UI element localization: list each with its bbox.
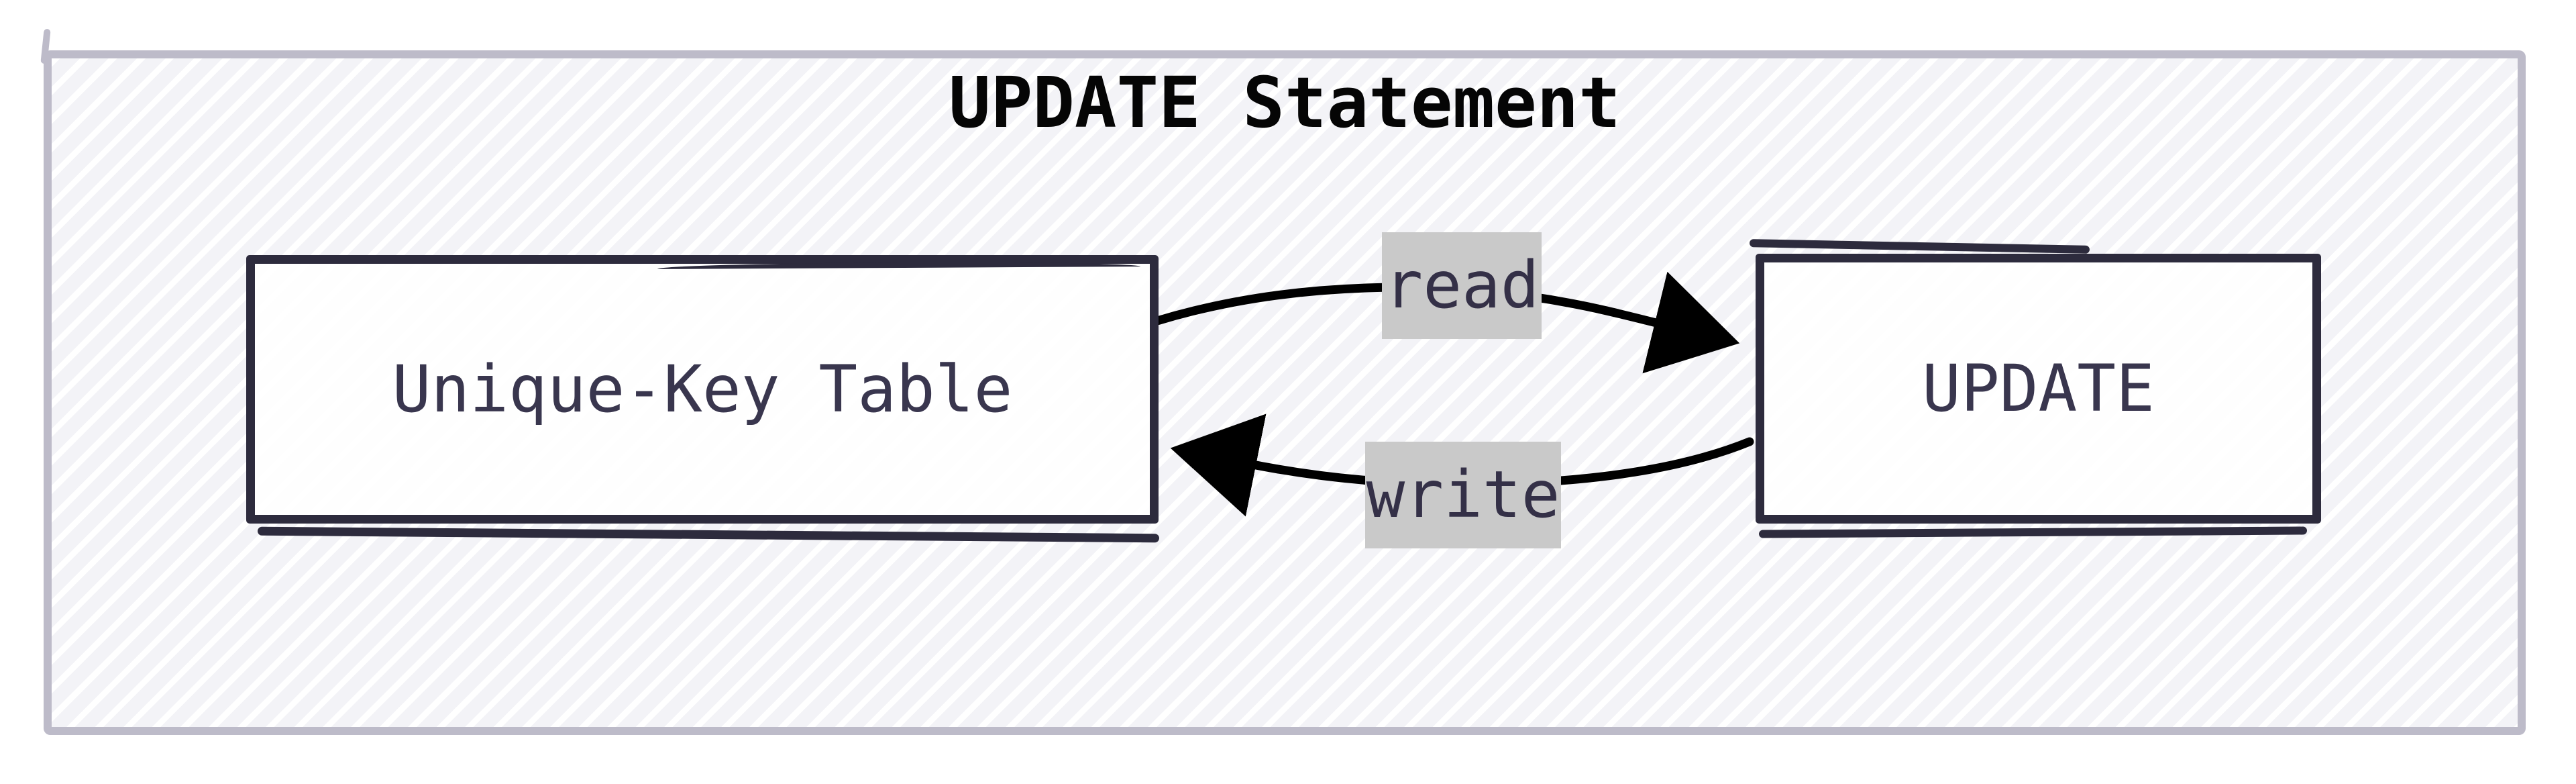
node-update: UPDATE xyxy=(1756,254,2321,524)
node-unique-key-table: Unique-Key Table xyxy=(246,255,1159,524)
frame-title: UPDATE Statement xyxy=(949,62,1621,144)
node-update-label: UPDATE xyxy=(1922,351,2155,426)
edge-label-read: read xyxy=(1382,232,1542,339)
update-statement-frame: UPDATE Statement Unique-Key Table UPDATE… xyxy=(44,50,2526,735)
edge-label-write: write xyxy=(1365,442,1561,548)
node-unique-key-table-label: Unique-Key Table xyxy=(392,352,1013,427)
